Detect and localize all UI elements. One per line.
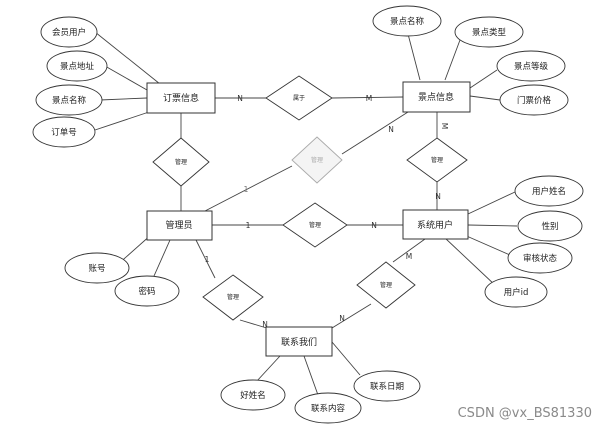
cardinalities: N M M N 1 N 1 N 1 N M N [205,94,449,329]
card-belongs-scenic: M [366,94,372,103]
rel-belongs[interactable]: 属于 [265,75,333,121]
attr-label: 景点名称 [390,16,425,27]
attr-label: 审核状态 [523,253,558,264]
entity-label: 系统用户 [417,219,453,231]
attr-label: 订单号 [51,127,77,138]
rel-label: 属于 [293,95,305,102]
entity-admin[interactable]: 管理员 [146,210,213,241]
attr-contact-date[interactable]: 联系日期 [353,370,421,402]
rel-manage-admin-contact[interactable]: 管理 [202,274,264,321]
entity-contact-us[interactable]: 联系我们 [265,326,333,357]
rel-manage-admin-scenic[interactable]: 管理 [291,136,343,184]
attr-label: 性别 [541,221,558,232]
rel-manage-sysuser[interactable]: 管理 [282,202,348,248]
attr-booking-scenic-name[interactable]: 景点名称 [35,84,103,116]
attr-label: 景点地址 [60,61,95,72]
card-contact-user-n: N [339,314,345,323]
attr-user-name[interactable]: 用户姓名 [514,175,584,207]
entity-label: 订票信息 [163,92,199,104]
card-manage-sysuser: N [435,192,441,201]
attr-scenic-name[interactable]: 景点名称 [372,5,442,37]
card-contact-admin-n: N [262,320,268,329]
card-admin-scenic-n: N [388,125,394,134]
attr-user-id[interactable]: 用户id [484,276,548,308]
rel-label: 管理 [175,158,187,166]
card-user-contact-m: M [406,252,412,261]
attr-scenic-ticket-price[interactable]: 门票价格 [499,84,569,116]
rel-manage-scenic[interactable]: 管理 [406,137,468,183]
rel-manage-booking[interactable]: 管理 [152,137,210,187]
rel-label: 管理 [311,156,323,164]
entity-label: 管理员 [165,219,192,231]
attr-admin-password[interactable]: 密码 [114,275,180,307]
entity-scenic-info[interactable]: 景点信息 [402,81,471,113]
attr-scenic-level[interactable]: 景点等级 [496,50,566,82]
card-manage-sysuser-n: N [371,221,377,230]
attr-label: 会员用户 [52,27,86,38]
card-admin-scenic-1: 1 [244,185,249,194]
attr-label: 门票价格 [517,95,552,106]
entity-label: 联系我们 [281,336,317,348]
attr-label: 联系内容 [311,403,346,414]
card-admin-manage: 1 [246,221,251,230]
entity-booking-info[interactable]: 订票信息 [146,82,216,114]
attr-booking-member-user[interactable]: 会员用户 [40,16,98,48]
card-scenic-manage: M [440,123,449,129]
entity-system-user[interactable]: 系统用户 [402,209,469,240]
attr-label: 景点名称 [52,95,87,106]
attr-contact-content[interactable]: 联系内容 [294,392,362,424]
watermark-text: CSDN @vx_BS81330 [458,406,592,421]
attr-scenic-type[interactable]: 景点类型 [454,16,524,48]
attr-admin-account[interactable]: 账号 [64,252,130,284]
rel-label: 管理 [431,156,443,164]
card-admin-contact-1: 1 [205,255,210,264]
attr-user-audit-status[interactable]: 审核状态 [507,242,573,274]
rel-label: 管理 [309,221,321,229]
attr-label: 账号 [88,264,105,274]
connection-lines [91,31,518,396]
entity-label: 景点信息 [418,91,454,103]
attr-booking-scenic-address[interactable]: 景点地址 [46,50,108,82]
rel-manage-user-contact[interactable]: 管理 [356,261,416,309]
attr-label: 联系日期 [370,381,404,392]
attr-user-gender[interactable]: 性别 [517,210,583,242]
attr-label: 密码 [138,286,155,297]
attr-label: 用户id [504,287,529,298]
rel-label: 管理 [227,293,239,301]
card-booking-belongs: N [237,94,243,103]
attr-label: 景点等级 [514,61,549,72]
attr-booking-order-number[interactable]: 订单号 [32,116,96,148]
attr-contact-name[interactable]: 好姓名 [220,379,286,411]
attr-label: 好姓名 [240,390,266,401]
attr-label: 景点类型 [472,27,507,38]
attr-label: 用户姓名 [532,186,566,197]
rel-label: 管理 [380,281,392,289]
